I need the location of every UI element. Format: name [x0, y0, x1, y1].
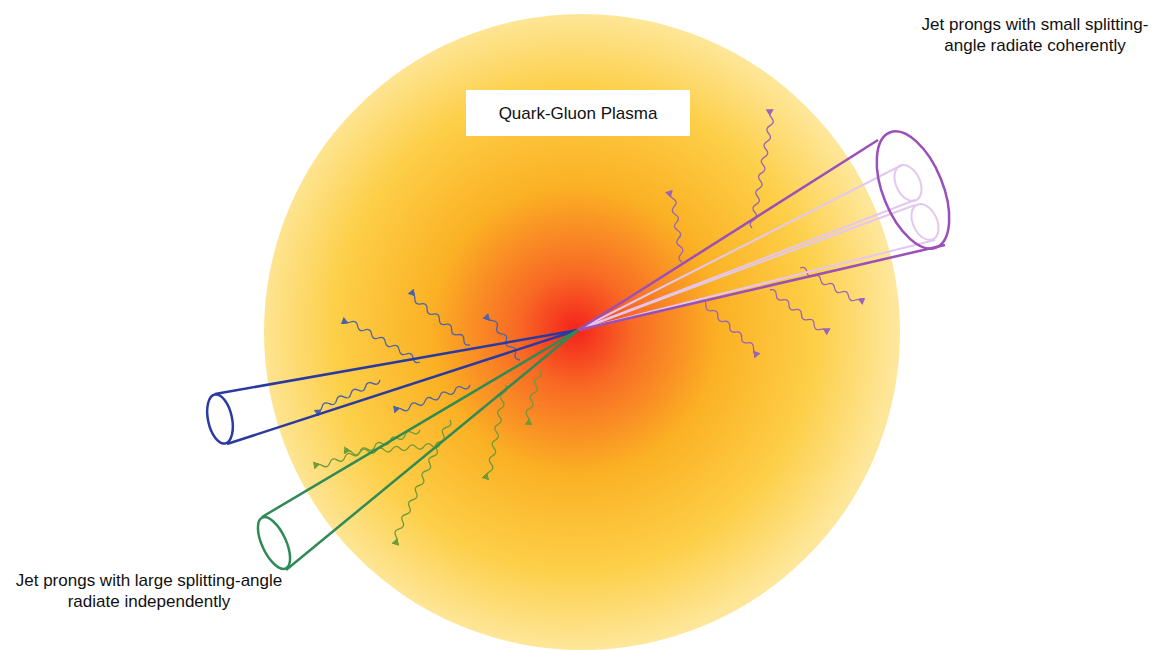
- annotation-text: Jet prongs with small splitting-angle ra…: [910, 14, 1160, 56]
- label-box: Quark-Gluon Plasma: [466, 90, 690, 136]
- gluon-radiation: [670, 109, 864, 355]
- jet-cone: [203, 330, 578, 446]
- jet-cone: [251, 330, 578, 573]
- node-text: Quark-Gluon Plasma: [499, 103, 658, 124]
- gluon-radiation: [314, 292, 522, 415]
- annotation-text: Jet prongs with large splitting-angle ra…: [4, 570, 294, 612]
- plasma-disc: [264, 14, 900, 650]
- jet-cone: [578, 121, 964, 330]
